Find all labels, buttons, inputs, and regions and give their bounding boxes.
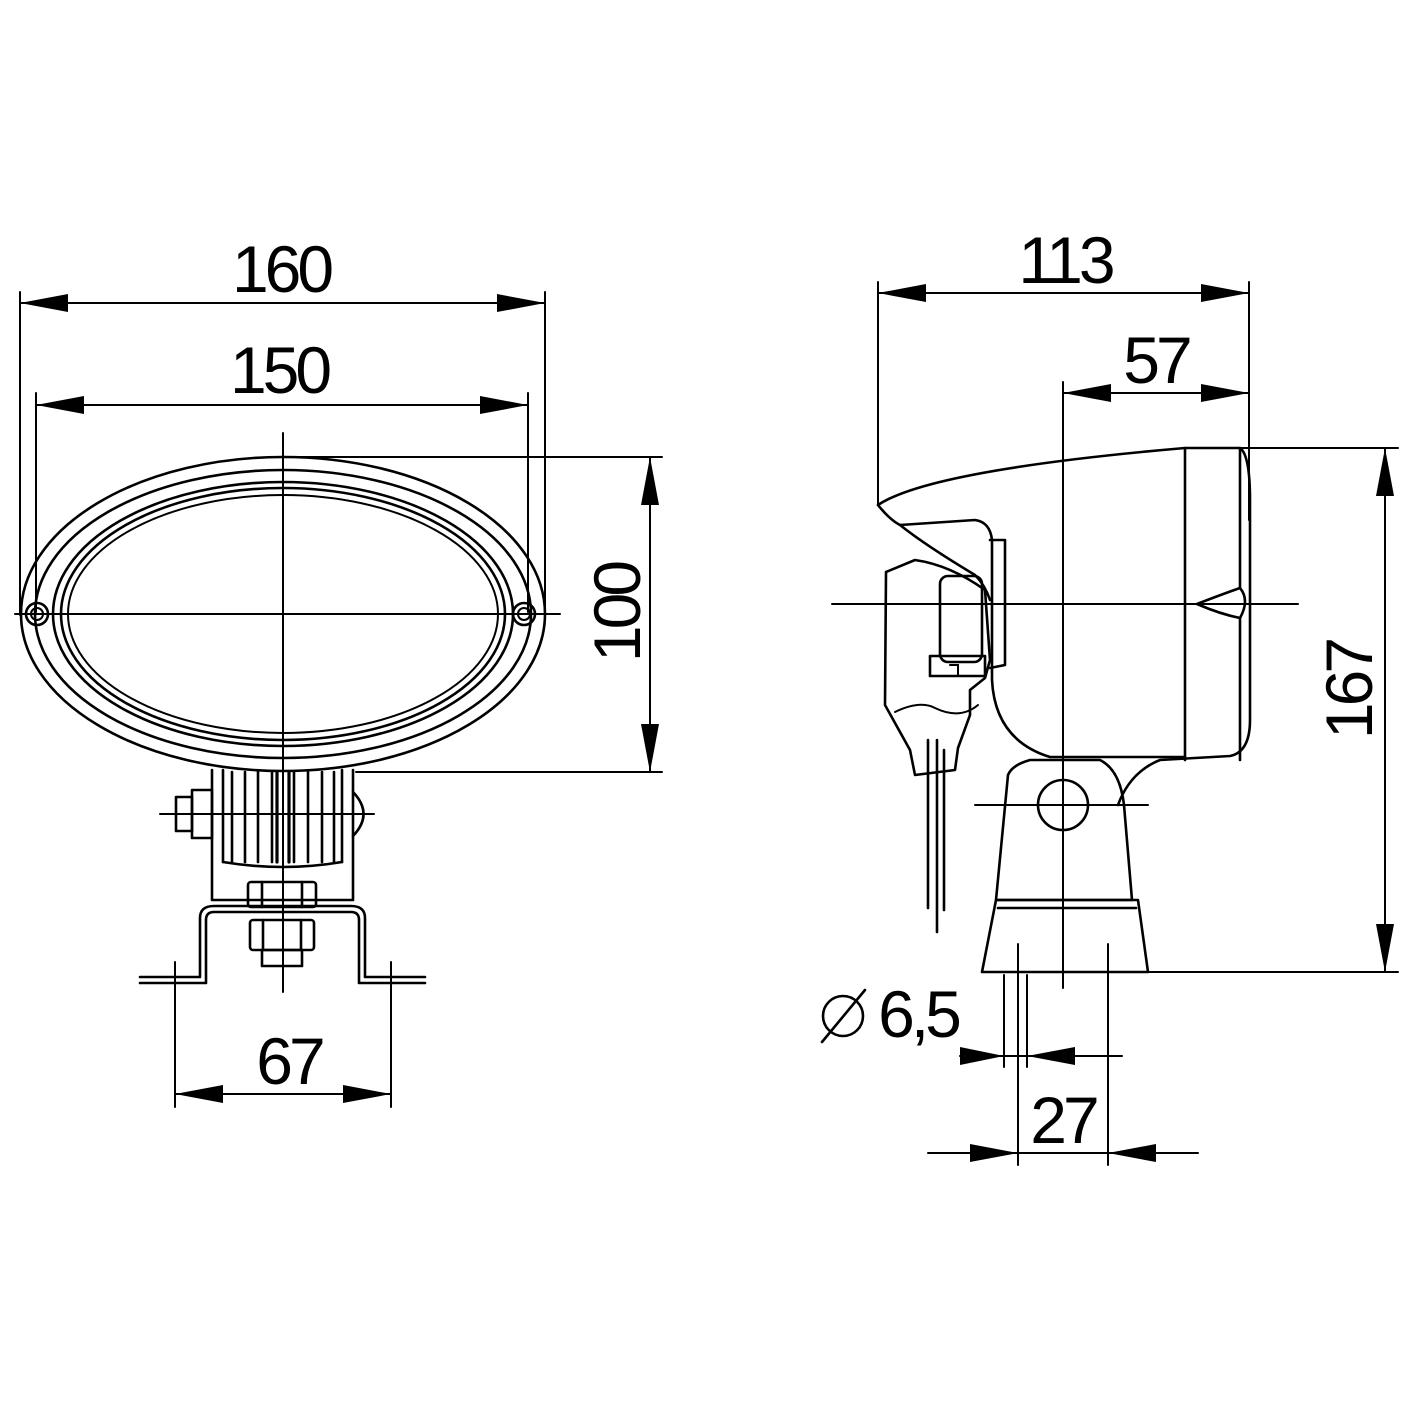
dimension-67: 67 [174, 961, 392, 1108]
diameter-icon [820, 988, 867, 1044]
side-housing [876, 446, 1252, 934]
left-screw-icon [24, 601, 50, 627]
dimension-160: 160 [19, 232, 546, 616]
dimension-113: 113 [877, 223, 1250, 521]
front-mount [159, 768, 375, 909]
dimension-57-label: 57 [1123, 323, 1190, 397]
dimension-27: 27 [927, 943, 1199, 1166]
dimension-57: 57 [1062, 323, 1250, 989]
front-view: 160 150 100 [14, 232, 663, 1108]
dimension-113-label: 113 [1018, 223, 1113, 297]
dimension-67-label: 67 [256, 1024, 323, 1098]
front-bracket [138, 904, 427, 985]
dimension-27-label: 27 [1030, 1083, 1097, 1157]
dimension-167: 167 [1147, 447, 1399, 973]
dimension-diameter-label: 6,5 [878, 977, 959, 1051]
dimension-160-label: 160 [232, 232, 332, 306]
side-pivot [974, 758, 1150, 974]
side-view: 113 57 167 [820, 223, 1399, 1166]
dimension-167-label: 167 [1312, 640, 1386, 739]
right-screw-icon [511, 601, 537, 627]
dimension-150: 150 [35, 333, 529, 613]
dimension-100: 100 [284, 456, 663, 773]
dimension-100-label: 100 [580, 562, 654, 662]
dimension-diameter-6-5: 6,5 [820, 974, 1123, 1068]
dimension-150-label: 150 [230, 333, 330, 407]
